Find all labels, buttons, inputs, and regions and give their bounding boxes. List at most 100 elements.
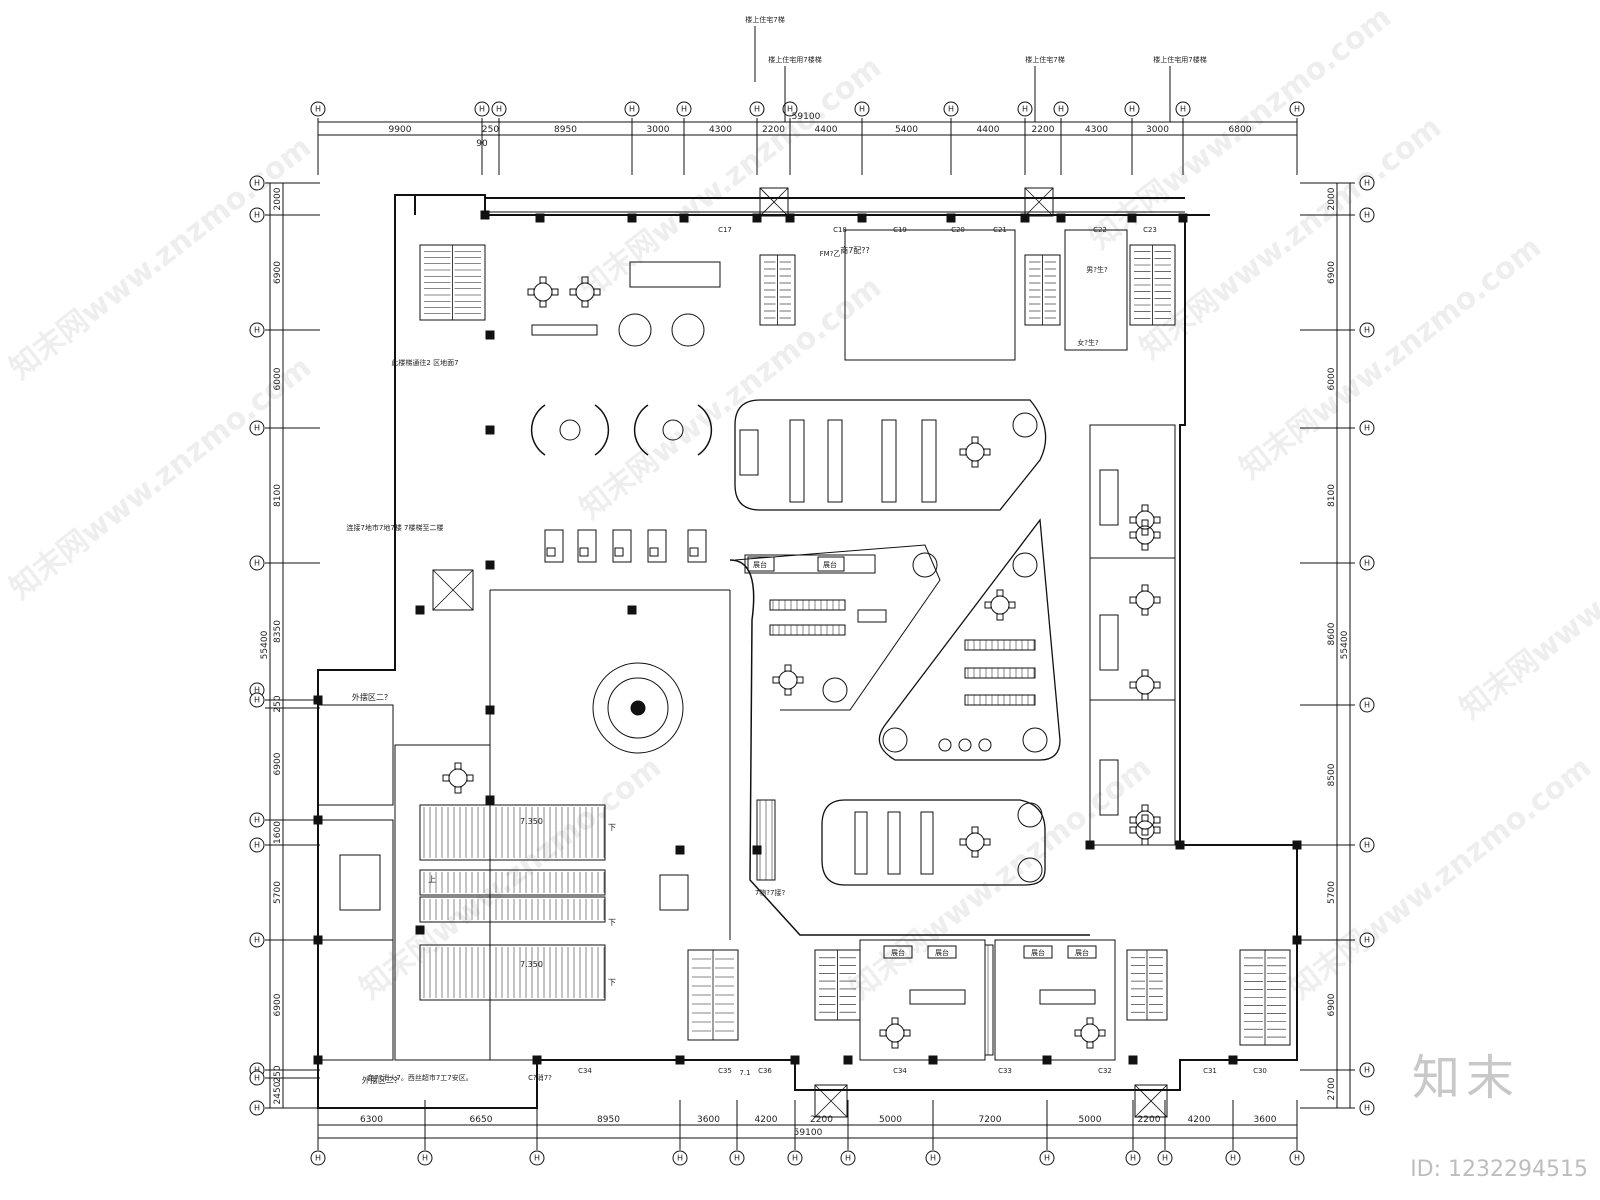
chair bbox=[1141, 504, 1149, 512]
top-note: 楼上住宅用7楼梯 bbox=[1153, 55, 1206, 64]
counter-label: 展台 bbox=[753, 560, 767, 569]
axis-bubble-label: H bbox=[254, 841, 260, 850]
dim-top-sub: 90 bbox=[476, 139, 488, 149]
watermark-text: 知末网www.znzmo.com bbox=[3, 350, 318, 607]
axis-bubble-right bbox=[1359, 175, 1375, 191]
axis-bubble-top bbox=[491, 101, 507, 117]
image-id: ID: 1232294515 bbox=[1410, 1157, 1588, 1182]
dim-bottom-value: 8950 bbox=[597, 1115, 620, 1125]
chair bbox=[1129, 816, 1137, 824]
chair bbox=[1074, 1029, 1082, 1037]
chair bbox=[1141, 693, 1149, 701]
axis-bubble-bottom bbox=[1039, 1150, 1055, 1166]
column bbox=[535, 213, 545, 223]
dim-left-value: 6900 bbox=[273, 993, 283, 1016]
axis-bubble-label: H bbox=[1294, 105, 1300, 114]
dim-bottom-total: 59100 bbox=[794, 1128, 823, 1138]
chair bbox=[1153, 531, 1161, 539]
lift-w bbox=[432, 569, 474, 611]
shelf-south bbox=[854, 811, 868, 875]
axis-bubble-label: H bbox=[948, 105, 954, 114]
dim-left-value: 6000 bbox=[273, 367, 283, 390]
axis-bubble-left bbox=[249, 1070, 265, 1086]
column-tag-bottom: C36 bbox=[758, 1067, 772, 1075]
room-storage-north bbox=[844, 229, 1016, 361]
chair bbox=[1129, 531, 1137, 539]
chair bbox=[581, 276, 589, 284]
chair bbox=[551, 288, 559, 296]
chair bbox=[1129, 516, 1137, 524]
counter-label-south: 展台 bbox=[1075, 948, 1089, 957]
stair-tag: 7.1 bbox=[739, 1069, 750, 1077]
table-lounge-1 bbox=[533, 282, 553, 302]
axis-bubble-label: H bbox=[1364, 559, 1370, 568]
right-shop-block bbox=[1089, 424, 1176, 846]
watermark-text: 知末网www.znzmo.com bbox=[3, 130, 318, 387]
atrium-ring-mid bbox=[607, 677, 669, 739]
column bbox=[843, 1055, 853, 1065]
chair bbox=[971, 460, 979, 468]
shelf-north bbox=[789, 419, 805, 503]
counter-box-south bbox=[927, 945, 957, 959]
counter-box-south bbox=[1023, 945, 1053, 959]
watermark-text: 知末网www.znzmo.com bbox=[573, 270, 888, 527]
escalator-down-label: 下 bbox=[608, 918, 616, 927]
wc-male-label: 男?生? bbox=[1086, 265, 1108, 274]
round-display-1 bbox=[618, 313, 652, 347]
dim-left-value: 6900 bbox=[273, 261, 283, 284]
dim-left-value: 2000 bbox=[273, 187, 283, 210]
axis-bubble-label: H bbox=[1364, 841, 1370, 850]
walls bbox=[313, 194, 1302, 1109]
table-triangle bbox=[990, 595, 1010, 615]
chair bbox=[1141, 584, 1149, 592]
column bbox=[627, 213, 637, 223]
chair bbox=[1086, 1017, 1094, 1025]
axis-bubble-bottom bbox=[729, 1150, 745, 1166]
column bbox=[1128, 1055, 1138, 1065]
chair bbox=[891, 1041, 899, 1049]
column-tag-bottom: C31 bbox=[1203, 1067, 1217, 1075]
column bbox=[1085, 840, 1095, 850]
dim-bottom-value: 7200 bbox=[979, 1115, 1002, 1125]
axis-bubble-right bbox=[1359, 420, 1375, 436]
chair bbox=[796, 676, 804, 684]
column bbox=[485, 705, 495, 715]
axis-bubble-top bbox=[943, 101, 959, 117]
axis-bubble-label: H bbox=[315, 1154, 321, 1163]
dim-top-value: 250 bbox=[482, 125, 499, 135]
dim-right-value: 6000 bbox=[1327, 367, 1337, 390]
island-north bbox=[734, 399, 1047, 511]
dim-top-value: 4300 bbox=[709, 125, 732, 135]
chair bbox=[971, 436, 979, 444]
rack-mid bbox=[769, 624, 846, 636]
dim-right-value: 2000 bbox=[1327, 187, 1337, 210]
shop-south-2 bbox=[994, 939, 1116, 1061]
wc-female-label: 女?生? bbox=[1077, 338, 1099, 347]
axis-bubble-right bbox=[1359, 837, 1375, 853]
lift-s2 bbox=[1134, 1084, 1168, 1118]
column-tag-bottom: C34 bbox=[578, 1067, 592, 1075]
chair bbox=[1153, 826, 1161, 834]
axis-bubble-label: H bbox=[254, 179, 260, 188]
fire-door-label: FM?乙 bbox=[820, 250, 841, 258]
axis-bubble-label: H bbox=[1364, 1104, 1370, 1113]
brand-logo: 知末 bbox=[1411, 1050, 1520, 1106]
rack-south-divider bbox=[984, 944, 994, 1056]
atrium-center bbox=[630, 700, 646, 716]
counter-strip bbox=[744, 554, 876, 574]
outdoor-area-west: 外摆区二? bbox=[352, 692, 388, 702]
chair bbox=[539, 300, 547, 308]
dim-left-value: 2450 bbox=[273, 1081, 283, 1104]
lift-cross bbox=[759, 187, 789, 217]
column bbox=[1292, 935, 1302, 945]
chair bbox=[466, 774, 474, 782]
axis-bubble-label: H bbox=[254, 936, 260, 945]
cashier-desk bbox=[614, 547, 624, 557]
axis-bubble-bottom bbox=[1157, 1150, 1173, 1166]
chair bbox=[1129, 826, 1137, 834]
counter-diag bbox=[857, 609, 887, 623]
axis-bubble-bottom bbox=[417, 1150, 433, 1166]
plant-1 bbox=[559, 419, 581, 441]
